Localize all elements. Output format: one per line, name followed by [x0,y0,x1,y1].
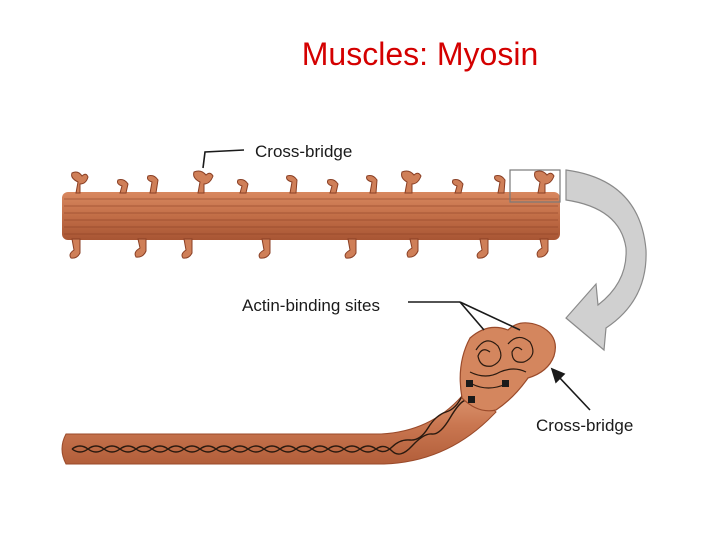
cross-bridge-heads-bottom [69,238,549,259]
leader-cross-bridge-bottom [550,367,591,411]
zoom-box [509,169,561,203]
thick-filament [62,169,561,259]
magnify-arrow [565,169,647,352]
myosin-molecule [61,322,556,465]
leader-actin-binding-sites [408,301,521,331]
label-actin-binding-sites: Actin-binding sites [242,296,380,315]
label-cross-bridge-top: Cross-bridge [255,142,353,161]
cross-bridge-heads-top [71,170,555,194]
leader-cross-bridge-top [202,149,245,169]
label-cross-bridge-bottom: Cross-bridge [536,416,634,435]
slide-title: Muscles: Myosin [301,36,539,72]
